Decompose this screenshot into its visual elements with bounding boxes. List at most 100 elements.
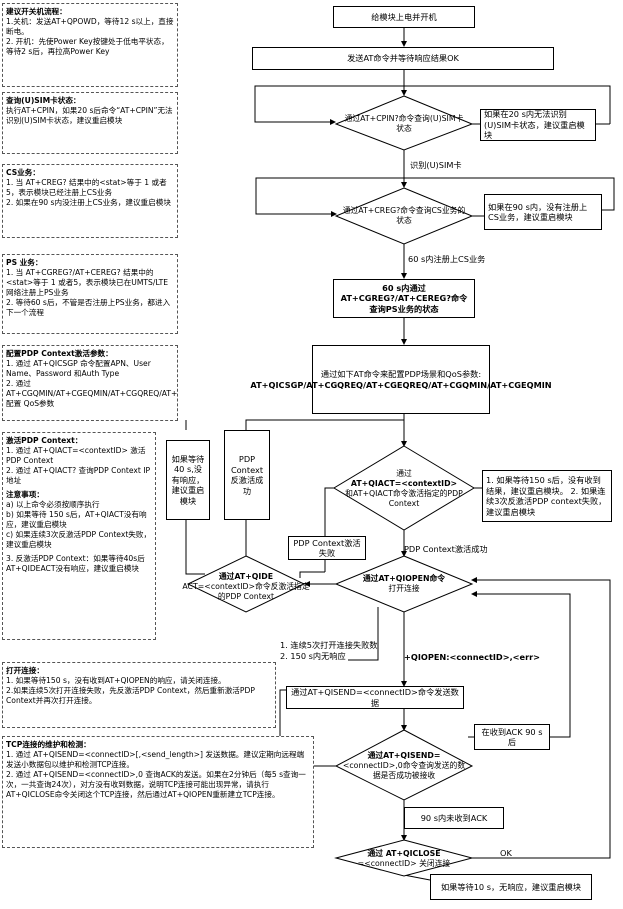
note-pdp-activate: 激活PDP Context： 1. 通过 AT+QIACT=<contextID…: [2, 432, 156, 640]
note-cs-line: 2. 如果在90 s内没注册上CS业务，建议重启模块: [6, 198, 171, 207]
qiact-query-line: 通过: [396, 469, 412, 478]
note-sim-line: 执行AT+CPIN，如果20 s后命令“AT+CPIN”无法识别(U)SIM卡状…: [6, 106, 173, 125]
pdp-config-line: AT+QICSGP/AT+CGQREQ/AT+CGEQREQ/AT+CGQMIN…: [250, 379, 552, 390]
qiclose-query: 通过 AT+QICLOSE =<connectID> 关闭连接: [346, 846, 462, 872]
power-on-box: 给模块上电并开机: [333, 6, 475, 28]
note-power-line: 2. 开机：先使Power Key按键处于低电平状态，等待2 s后，再拉高Pow…: [6, 37, 169, 56]
note-sim-title: 查询(U)SIM卡状态：: [6, 96, 81, 105]
open-fail-line: 1. 连续5次打开连接失败数: [280, 640, 378, 650]
note-caution-line: 3. 反激活PDP Context：如果等待40s后AT+QIDEACT没有响应…: [6, 554, 145, 573]
note-power: 建议开关机流程： 1.关机：发送AT+QPOWD，等待12 s以上，直接断电。 …: [2, 3, 178, 87]
qiact-fail-label: 1. 如果等待150 s后，没有收到结果，建议重启模块。 2. 如果连续3次反激…: [486, 475, 607, 517]
cs-ok-label: 60 s内注册上CS业务: [408, 254, 486, 264]
note-tcp: TCP连接的维护和检测： 1. 通过 AT+QISEND=<connectID>…: [2, 736, 314, 848]
note-pdp-config-title: 配置PDP Context激活参数：: [6, 349, 113, 358]
qiclose-line: =<connectID> 关闭连接: [357, 859, 451, 868]
qiact-query-line: AT+QIACT=<contextID>: [350, 479, 458, 488]
cpin-query: 通过AT+CPIN?命令查询(U)SIM卡状态: [342, 106, 466, 142]
note-pdp-config: 配置PDP Context激活参数： 1. 通过 AT+QICSGP 命令配置A…: [2, 345, 178, 421]
note-pdp-config-line: 2. 通过 AT+CGQMIN/AT+CGEQMIN/AT+CGQREQ/AT+…: [6, 379, 178, 408]
note-ps: PS 业务： 1. 当 AT+CGREG?/AT+CEREG? 结果中的<sta…: [2, 254, 178, 334]
qisend0-line: 通过AT+QISEND=: [367, 751, 441, 760]
note-tcp-line: 1. 通过 AT+QISEND=<connectID>[,<send_lengt…: [6, 750, 305, 769]
pdp-config-box: 通过如下AT命令来配置PDP场景和QoS参数: AT+QICSGP/AT+CGQ…: [250, 345, 552, 414]
qiopen-diamond: [334, 555, 474, 613]
qisend-label: 通过AT+QISEND=<connectID>命令发送数据: [291, 687, 459, 708]
deact-ok-label: PDP Context 反激活成功: [230, 454, 264, 496]
qiopen-line: 打开连接: [388, 584, 420, 593]
note-tcp-title: TCP连接的维护和检测：: [6, 740, 91, 749]
qideact-line: 通过AT+QIDE: [218, 572, 274, 581]
note-power-title: 建议开关机流程：: [6, 7, 67, 16]
pdp-ok-label: PDP Context激活成功: [404, 544, 488, 554]
deact-ok-box: PDP Context 反激活成功: [224, 430, 270, 520]
qiclose-diamond: [334, 839, 474, 877]
note-ps-line: 2. 等待60 s后，不管是否注册上PS业务，都进入下一个流程: [6, 298, 171, 317]
power-on-label: 给模块上电并开机: [371, 11, 437, 22]
qisend-box: 通过AT+QISEND=<connectID>命令发送数据: [286, 686, 464, 709]
creg-fail-label: 如果在90 s内，没有注册上CS业务，建议重启模块: [488, 201, 588, 223]
creg-query-label: 通过AT+CREG?命令查询CS业务的状态: [342, 206, 466, 225]
ps-query-line: AT+CGREG?/AT+CEREG?命令查询PS业务的状态: [340, 293, 468, 314]
note-power-line: 1.关机：发送AT+QPOWD，等待12 s以上，直接断电。: [6, 17, 174, 36]
ps-query-line: 60 s内通过: [382, 282, 426, 293]
qiopen-urc-label: +QIOPEN:<connectID>,<err>: [404, 652, 541, 662]
qiact-fail-box: 1. 如果等待150 s后，没有收到结果，建议重启模块。 2. 如果连续3次反激…: [482, 470, 612, 522]
qiopen-query: 通过AT+QIOPEN命令 打开连接: [346, 568, 462, 600]
ack-none-box: 90 s内未收到ACK: [404, 807, 504, 829]
note-open-title: 打开连接：: [6, 666, 44, 675]
note-cs-line: 1. 当 AT+CREG? 结果中的<stat>等于 1 或者5，表示模块已经注…: [6, 178, 167, 197]
note-caution-line: b) 如果等待 150 s后，AT+QIACT没有响应，建议重启模块: [6, 510, 147, 529]
note-caution-line: a) 以上命令必须按顺序执行: [6, 500, 100, 509]
qiact-query-line: 和AT+QIACT命令激活指定的PDP Context: [345, 489, 463, 508]
note-tcp-line: 2. 通过 AT+QISEND=<connectID>,0 查询ACK的发送。如…: [6, 770, 306, 799]
qideact-query: 通过AT+QIDE ACT=<contextID>命令反激活指定的PDP Con…: [180, 572, 312, 602]
ack-recv-box: 在收到ACK 90 s后: [474, 724, 550, 750]
note-open: 打开连接： 1. 如果等待150 s，没有收到AT+QIOPEN的响应，请关闭连…: [2, 662, 276, 728]
creg-query: 通过AT+CREG?命令查询CS业务的状态: [342, 198, 466, 234]
cpin-diamond: [334, 95, 474, 151]
note-open-line: 2.如果连续5次打开连接失败，先反激活PDP Context，然后重新激活PDP…: [6, 686, 255, 705]
note-ps-line: 1. 当 AT+CGREG?/AT+CEREG? 结果中的<stat>等于 1 …: [6, 268, 169, 297]
qideact-diamond: [186, 555, 306, 613]
pdp-fail-box: PDP Context激活失败: [288, 536, 366, 560]
close-fail-label: 如果等待10 s，无响应，建议重启模块: [440, 881, 582, 892]
wait40-label: 如果等待40 s,没有响应，建议重启模块: [171, 453, 205, 506]
ack-none-label: 90 s内未收到ACK: [420, 812, 488, 823]
cpin-fail-box: 如果在20 s内无法识别(U)SIM卡状态，建议重启模块: [480, 109, 596, 141]
wait40-box: 如果等待40 s,没有响应，建议重启模块: [166, 440, 210, 520]
sim-ok-label: 识别(U)SIM卡: [410, 160, 462, 170]
creg-diamond: [334, 187, 474, 245]
note-pdp-activate-line: 2. 通过 AT+QIACT? 查询PDP Context IP地址: [6, 466, 151, 485]
note-sim: 查询(U)SIM卡状态： 执行AT+CPIN，如果20 s后命令“AT+CPIN…: [2, 92, 178, 154]
note-caution-line: c) 如果连续3次反激活PDP Context失败，建议重启模块: [6, 530, 152, 549]
note-ps-title: PS 业务：: [6, 258, 43, 267]
qiopen-line: 通过AT+QIOPEN命令: [362, 574, 446, 583]
close-fail-box: 如果等待10 s，无响应，建议重启模块: [430, 874, 592, 900]
open-fail-line: 2. 150 s内无响应: [280, 650, 346, 661]
pdp-fail-label: PDP Context激活失败: [293, 537, 361, 559]
qiact-query: 通过 AT+QIACT=<contextID> 和AT+QIACT命令激活指定的…: [342, 464, 466, 514]
note-pdp-activate-line: 1. 通过 AT+QIACT=<contextID> 激活PDP Context: [6, 446, 146, 465]
qiact-diamond: [333, 445, 475, 531]
qideact-line: ACT=<contextID>命令反激活指定的PDP Context: [182, 582, 310, 601]
cpin-query-label: 通过AT+CPIN?命令查询(U)SIM卡状态: [344, 114, 464, 133]
qisend0-diamond: [334, 729, 474, 801]
note-cs-title: CS业务：: [6, 168, 40, 177]
send-at-box: 发送AT命令并等待响应结果OK: [252, 47, 554, 70]
send-at-label: 发送AT命令并等待响应结果OK: [347, 53, 459, 64]
open-fail-label: 1. 连续5次打开连接失败数 2. 150 s内无响应: [280, 640, 378, 661]
note-pdp-config-line: 1. 通过 AT+QICSGP 命令配置APN、User Name、Passwo…: [6, 359, 151, 378]
note-open-line: 1. 如果等待150 s，没有收到AT+QIOPEN的响应，请关闭连接。: [6, 676, 226, 685]
pdp-config-line: 通过如下AT命令来配置PDP场景和QoS参数:: [320, 369, 482, 379]
ack-recv-label: 在收到ACK 90 s后: [481, 726, 543, 748]
qisend0-query: 通过AT+QISEND= <connectID>,0命令查询发送的数据是否成功被…: [342, 744, 466, 788]
note-pdp-activate-title: 激活PDP Context：: [6, 436, 83, 445]
qiclose-line: 通过 AT+QICLOSE: [367, 849, 441, 858]
ps-query-box: 60 s内通过 AT+CGREG?/AT+CEREG?命令查询PS业务的状态: [333, 279, 475, 318]
note-cs: CS业务： 1. 当 AT+CREG? 结果中的<stat>等于 1 或者5，表…: [2, 164, 178, 238]
creg-fail-box: 如果在90 s内，没有注册上CS业务，建议重启模块: [484, 194, 602, 230]
close-ok-label: OK: [500, 848, 512, 858]
